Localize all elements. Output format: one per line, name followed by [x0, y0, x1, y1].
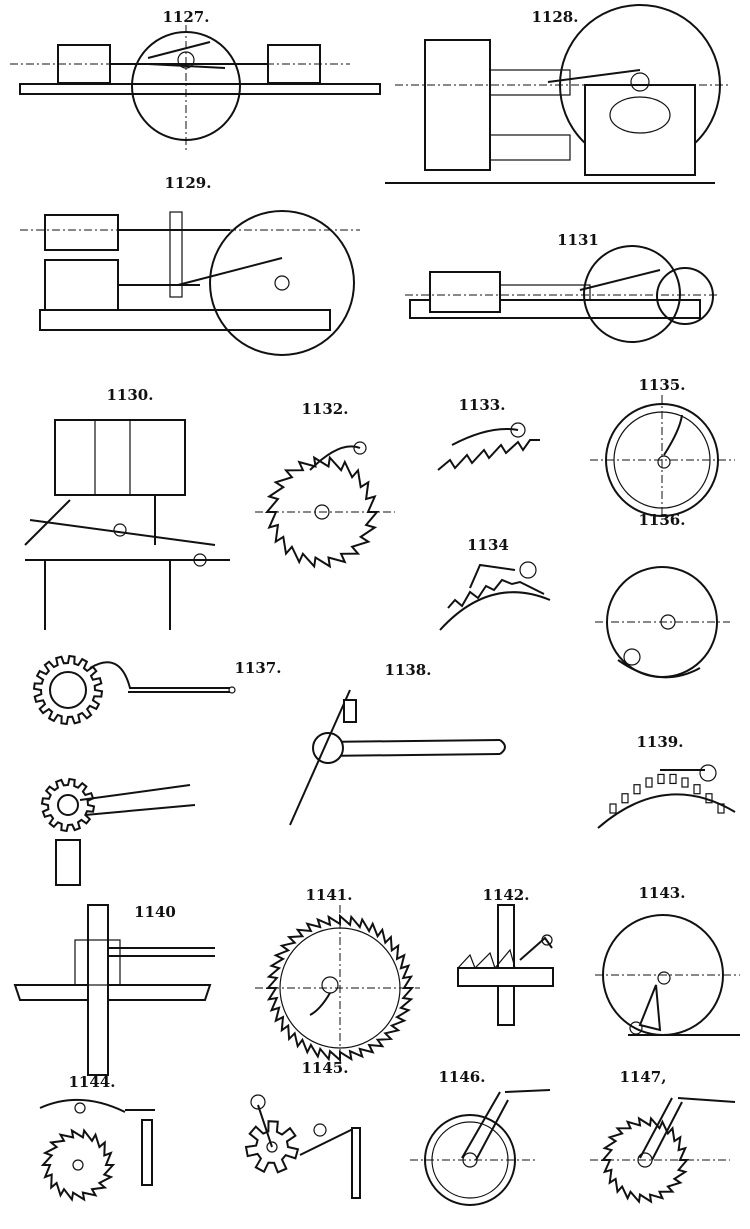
figure-label-1147: 1147,: [620, 1068, 667, 1086]
saw-teeth: [40, 1128, 116, 1202]
figure-1141-internal-ratchet: [255, 905, 420, 1070]
figure-label-1133: 1133.: [459, 396, 506, 414]
gear-tooth: [669, 773, 677, 785]
figure-label-1137: 1137.: [235, 659, 282, 677]
figure-label-1131: 1131: [557, 231, 599, 249]
figure-label-1127: 1127.: [163, 8, 210, 26]
figure-label-1135: 1135.: [639, 376, 686, 394]
gear-tooth: [693, 784, 701, 795]
figure-1135-wheel-pawl: [590, 395, 735, 525]
gear-tooth: [705, 793, 713, 804]
figure-1137-bevel-ratchet: [32, 654, 236, 886]
gear-tooth: [645, 777, 653, 788]
figure-1142-rack-pawl: [457, 904, 554, 1026]
gear-tooth: [633, 784, 641, 795]
gear-teeth: [32, 654, 104, 726]
figure-label-1132: 1132.: [302, 400, 349, 418]
gear-tooth: [681, 777, 689, 788]
figure-label-1139: 1139.: [637, 733, 684, 751]
figure-1127-twin-cylinder-engine: [10, 25, 381, 150]
figure-label-1128: 1128.: [532, 8, 579, 26]
figure-1143-wheel-pawl: [595, 914, 740, 1036]
figure-1139-gear-pawl: [597, 764, 736, 829]
figure-label-1140: 1140: [134, 903, 176, 921]
figure-label-1129: 1129.: [165, 174, 212, 192]
figure-1130-beam-engine: [24, 419, 230, 630]
figure-1136-friction-wheel: [595, 566, 730, 679]
figure-label-1138: 1138.: [385, 661, 432, 679]
figure-1134-rack-pawl: [439, 561, 551, 631]
figure-1146-wheel-lever: [410, 1089, 551, 1206]
figure-1138-ratchet-brace: [289, 689, 506, 826]
gear-teeth: [244, 1120, 300, 1174]
figure-1131-engine: [405, 245, 720, 343]
figure-label-1143: 1143.: [639, 884, 686, 902]
figure-label-1145: 1145.: [302, 1059, 349, 1077]
gear-tooth: [657, 773, 665, 785]
gear-tooth: [609, 803, 617, 814]
figure-1128-engine: [385, 4, 730, 184]
gear-tooth: [717, 803, 725, 814]
figure-label-1130: 1130.: [107, 386, 154, 404]
gear-teeth: [40, 777, 96, 833]
figure-1129-engine: [20, 210, 360, 356]
figure-1132-ratchet-saw: [255, 441, 395, 569]
figure-1144-saw-ratchet: [39, 1099, 155, 1202]
figure-label-1146: 1146.: [439, 1068, 486, 1086]
figure-label-1144: 1144.: [69, 1073, 116, 1091]
figure-label-1141: 1141.: [306, 886, 353, 904]
figure-label-1142: 1142.: [483, 886, 530, 904]
figure-1133-pawl-teeth: [437, 422, 540, 471]
gear-tooth: [621, 793, 629, 804]
figure-label-1134: 1134: [467, 536, 509, 554]
figure-1140-shaft-ratchet: [13, 904, 215, 1076]
figure-1147-saw-lever: [590, 1097, 736, 1204]
figure-1145-star-wheel: [244, 1094, 361, 1199]
